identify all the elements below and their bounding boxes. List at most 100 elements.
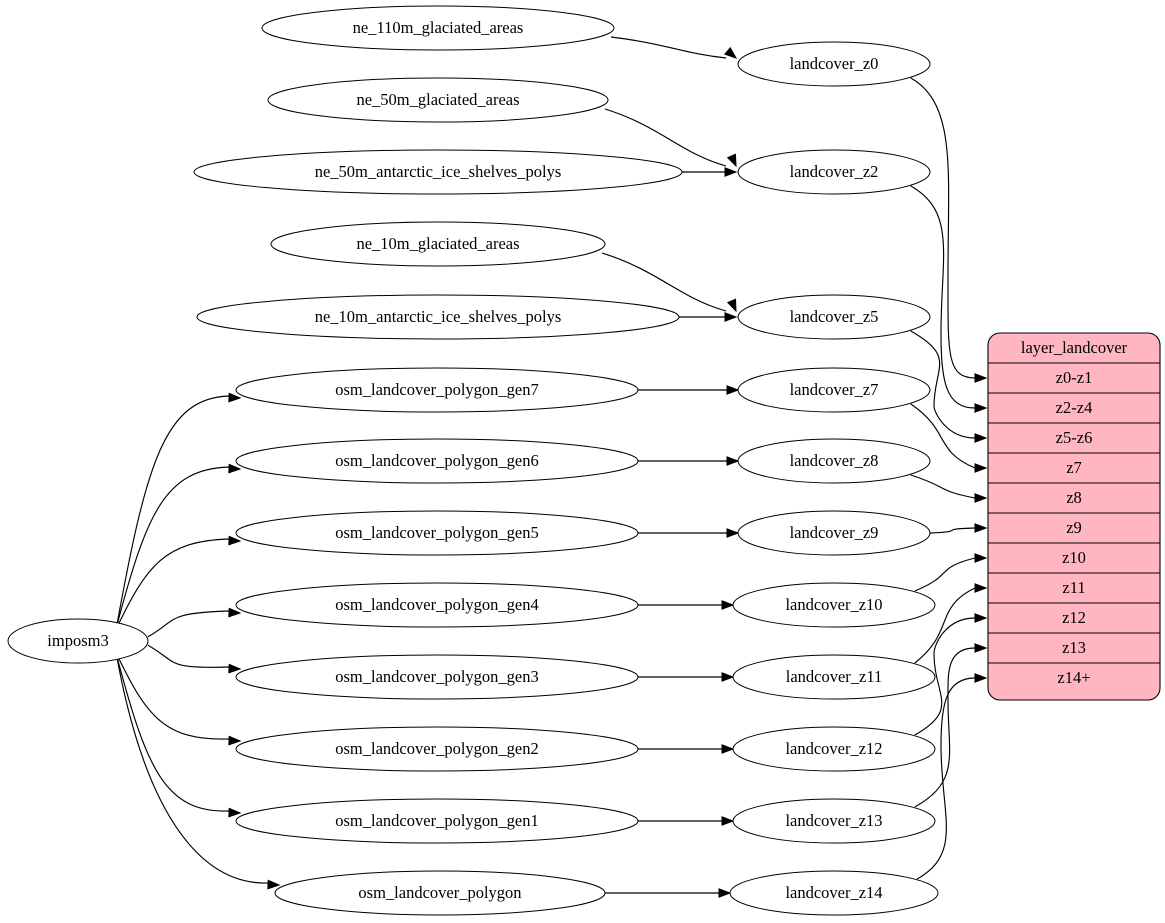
node-layer: ne_110m_glaciated_areas ne_50m_glaciated_… bbox=[7, 5, 939, 916]
node-shape-table bbox=[261, 5, 615, 51]
node-landcover_z10[interactable]: landcover_z10 bbox=[732, 582, 936, 628]
node-label: osm_landcover_polygon_gen1 bbox=[335, 811, 538, 830]
arrowhead-imposm3-to-osm_landcover_polygon_gen5 bbox=[228, 535, 242, 546]
node-label: landcover_z12 bbox=[785, 739, 882, 758]
node-shape-layer bbox=[737, 367, 931, 413]
node-landcover_z12[interactable]: landcover_z12 bbox=[732, 726, 936, 772]
arrowhead-imposm3-to-osm_landcover_polygon_gen1 bbox=[228, 807, 242, 818]
record-row-z9[interactable]: z9 bbox=[1066, 518, 1082, 537]
node-osm_landcover_polygon_gen1[interactable]: osm_landcover_polygon_gen1 bbox=[235, 798, 639, 844]
node-shape-table bbox=[235, 726, 639, 772]
arrowhead-landcover_z9-to-record-z9 bbox=[974, 523, 988, 533]
node-shape-source bbox=[7, 618, 149, 664]
node-imposm3[interactable]: imposm3 bbox=[7, 618, 149, 664]
arrowhead-imposm3-to-osm_landcover_polygon_gen4 bbox=[228, 607, 242, 618]
node-shape-table bbox=[196, 294, 680, 340]
node-shape-table bbox=[235, 438, 639, 484]
node-shape-table bbox=[235, 582, 639, 628]
node-label: osm_landcover_polygon_gen3 bbox=[335, 667, 538, 686]
node-label: landcover_z10 bbox=[785, 595, 882, 614]
node-label: landcover_z13 bbox=[785, 811, 882, 830]
record-layer: layer_landcover z0-z1 z2-z4 z5-z6 z7 z8 z9 z10 z… bbox=[987, 332, 1161, 701]
node-shape-table bbox=[235, 367, 639, 413]
record-row-z0-z1[interactable]: z0-z1 bbox=[1056, 368, 1093, 387]
node-label: landcover_z8 bbox=[790, 451, 879, 470]
arrowhead-landcover_z2-to-record-z2-z4 bbox=[974, 403, 988, 413]
arrowhead-imposm3-to-osm_landcover_polygon_gen6 bbox=[228, 463, 242, 474]
arrowhead-landcover_z8-to-record-z8 bbox=[974, 493, 988, 503]
node-landcover_z14[interactable]: landcover_z14 bbox=[729, 870, 939, 916]
record-node-layer-landcover[interactable]: layer_landcover z0-z1 z2-z4 z5-z6 z7 z8 z9 z10 z… bbox=[987, 332, 1161, 701]
node-landcover_z11[interactable]: landcover_z11 bbox=[732, 654, 936, 700]
node-shape-table bbox=[267, 77, 609, 123]
node-landcover_z0[interactable]: landcover_z0 bbox=[737, 41, 931, 87]
node-shape-layer bbox=[737, 438, 931, 484]
node-shape-table bbox=[235, 654, 639, 700]
edge-landcover_z8-to-record-z8 bbox=[910, 474, 976, 499]
node-ne_50m_glaciated_areas[interactable]: ne_50m_glaciated_areas bbox=[267, 77, 609, 123]
edge-layer bbox=[115, 36, 988, 898]
node-landcover_z13[interactable]: landcover_z13 bbox=[732, 798, 936, 844]
node-label: osm_landcover_polygon_gen7 bbox=[335, 380, 538, 399]
arrowhead-landcover_z0-to-record-z0-z1 bbox=[974, 373, 988, 383]
arrowhead-landcover_z11-to-record-z11 bbox=[974, 583, 988, 593]
record-row-z8[interactable]: z8 bbox=[1066, 488, 1082, 507]
node-landcover_z9[interactable]: landcover_z9 bbox=[737, 510, 931, 556]
record-row-z13[interactable]: z13 bbox=[1062, 638, 1086, 657]
arrowhead-landcover_z12-to-record-z12 bbox=[974, 613, 988, 623]
arrowhead-osm_landcover_polygon_gen1-to-landcover_z13 bbox=[721, 816, 735, 826]
node-osm_landcover_polygon_gen6[interactable]: osm_landcover_polygon_gen6 bbox=[235, 438, 639, 484]
node-ne_50m_antarctic_ice_shelves_polys[interactable]: ne_50m_antarctic_ice_shelves_polys bbox=[193, 149, 683, 195]
record-row-z2-z4[interactable]: z2-z4 bbox=[1056, 398, 1093, 417]
arrowhead-osm_landcover_polygon_gen7-to-landcover_z7 bbox=[726, 385, 740, 395]
arrowhead-osm_landcover_polygon_gen4-to-landcover_z10 bbox=[721, 600, 735, 610]
arrowhead-osm_landcover_polygon_gen2-to-landcover_z12 bbox=[721, 744, 735, 754]
edge-ne_10m_glaciated_areas-to-landcover_z5 bbox=[601, 252, 727, 312]
node-label: landcover_z14 bbox=[785, 883, 882, 902]
node-ne_10m_antarctic_ice_shelves_polys[interactable]: ne_10m_antarctic_ice_shelves_polys bbox=[196, 294, 680, 340]
node-landcover_z2[interactable]: landcover_z2 bbox=[737, 149, 931, 195]
edge-imposm3-to-osm_landcover_polygon bbox=[115, 654, 269, 884]
node-label: imposm3 bbox=[47, 631, 108, 650]
node-shape-layer bbox=[732, 582, 936, 628]
node-ne_10m_glaciated_areas[interactable]: ne_10m_glaciated_areas bbox=[270, 221, 606, 267]
node-shape-table bbox=[235, 510, 639, 556]
record-row-z12[interactable]: z12 bbox=[1062, 608, 1086, 627]
arrowhead-ne_50m_glaciated_areas-to-landcover_z2 bbox=[726, 153, 737, 168]
node-landcover_z7[interactable]: landcover_z7 bbox=[737, 367, 931, 413]
arrowhead-landcover_z13-to-record-z13 bbox=[974, 643, 988, 653]
edge-landcover_z14-to-record-z14+ bbox=[916, 677, 976, 880]
record-row-z5-z6[interactable]: z5-z6 bbox=[1056, 428, 1093, 447]
node-osm_landcover_polygon_gen2[interactable]: osm_landcover_polygon_gen2 bbox=[235, 726, 639, 772]
record-row-z11[interactable]: z11 bbox=[1062, 578, 1085, 597]
arrowhead-imposm3-to-osm_landcover_polygon bbox=[267, 879, 281, 890]
arrowhead-osm_landcover_polygon_gen5-to-landcover_z9 bbox=[726, 528, 740, 538]
record-row-z7[interactable]: z7 bbox=[1066, 458, 1082, 477]
arrowhead-ne_110m_glaciated_areas-to-landcover_z0 bbox=[724, 46, 738, 59]
edge-landcover_z9-to-record-z9 bbox=[929, 527, 976, 534]
node-osm_landcover_polygon_gen4[interactable]: osm_landcover_polygon_gen4 bbox=[235, 582, 639, 628]
edge-landcover_z5-to-record-z5-z6 bbox=[910, 330, 976, 439]
edge-landcover_z11-to-record-z11 bbox=[914, 587, 976, 664]
record-header-label: layer_landcover bbox=[1021, 338, 1128, 357]
node-shape-layer bbox=[732, 798, 936, 844]
node-osm_landcover_polygon_gen3[interactable]: osm_landcover_polygon_gen3 bbox=[235, 654, 639, 700]
node-landcover_z8[interactable]: landcover_z8 bbox=[737, 438, 931, 484]
node-osm_landcover_polygon[interactable]: osm_landcover_polygon bbox=[274, 870, 606, 916]
arrowhead-landcover_z7-to-record-z7 bbox=[974, 463, 988, 473]
node-ne_110m_glaciated_areas[interactable]: ne_110m_glaciated_areas bbox=[261, 5, 615, 51]
node-osm_landcover_polygon_gen7[interactable]: osm_landcover_polygon_gen7 bbox=[235, 367, 639, 413]
edge-landcover_z12-to-record-z12 bbox=[914, 617, 976, 736]
edge-imposm3-to-osm_landcover_polygon_gen5 bbox=[115, 538, 230, 629]
record-row-z10[interactable]: z10 bbox=[1062, 548, 1086, 567]
node-label: landcover_z2 bbox=[790, 162, 879, 181]
edge-landcover_z10-to-record-z10 bbox=[914, 557, 976, 592]
node-shape-layer bbox=[732, 726, 936, 772]
node-osm_landcover_polygon_gen5[interactable]: osm_landcover_polygon_gen5 bbox=[235, 510, 639, 556]
node-landcover_z5[interactable]: landcover_z5 bbox=[737, 294, 931, 340]
node-shape-layer bbox=[737, 41, 931, 87]
record-row-z14+[interactable]: z14+ bbox=[1057, 668, 1090, 687]
edge-ne_110m_glaciated_areas-to-landcover_z0 bbox=[610, 36, 727, 59]
arrowhead-landcover_z5-to-record-z5-z6 bbox=[974, 433, 988, 443]
